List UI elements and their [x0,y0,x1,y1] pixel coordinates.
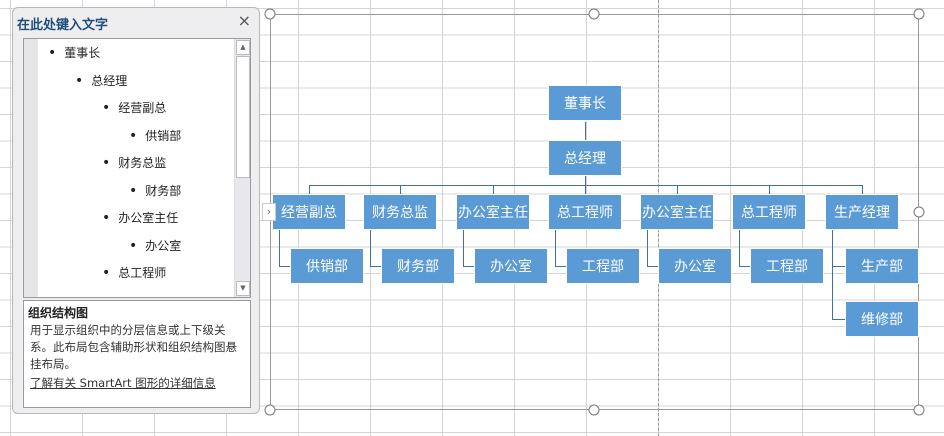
layout-description-text: 用于显示组织中的分层信息或上下级关系。此布局包含辅助形状和组织结构图悬挂布局。 [30,323,237,371]
org-box-manager[interactable]: 总工程师 [732,194,806,230]
org-box-manager[interactable]: 财务总监 [363,194,437,230]
connector-line [463,230,464,266]
resize-handle[interactable] [913,404,925,416]
org-box-department[interactable]: 工程部 [566,248,640,284]
connector-line [647,266,658,267]
connector-line [585,185,586,194]
resize-handle[interactable] [913,8,925,20]
scroll-down-icon[interactable]: ▼ [236,281,250,296]
resize-handle[interactable] [264,8,276,20]
text-pane: 在此处键入文字 × 董事长总经理经营副总供销部财务总监财务部办公室主任办公室总工… [12,7,260,414]
connector-line [400,185,401,194]
resize-handle[interactable] [588,8,600,20]
org-box-department[interactable]: 工程部 [750,248,824,284]
text-pane-item[interactable]: 董事长 [48,44,100,61]
scrollbar[interactable]: ▲ ▼ [234,39,250,297]
connector-line [370,266,381,267]
connector-line [769,185,770,194]
resize-handle[interactable] [264,404,276,416]
text-pane-item[interactable]: 总经理 [75,72,127,89]
org-box-department[interactable]: 财务部 [381,248,455,284]
org-box-manager[interactable]: 办公室主任 [456,194,530,230]
scroll-up-icon[interactable]: ▲ [236,40,250,55]
text-pane-item[interactable]: 办公室主任 [102,209,178,226]
org-box-department[interactable]: 供销部 [290,248,364,284]
connector-line [647,230,648,266]
scroll-thumb[interactable] [236,56,250,178]
resize-handle[interactable] [588,404,600,416]
connector-line [370,230,371,266]
org-box-manager[interactable]: 总工程师 [548,194,622,230]
org-box-general-manager[interactable]: 总经理 [548,140,622,176]
connector-line [309,185,310,194]
gutter [24,39,38,297]
connector-line [555,230,556,266]
org-box-department[interactable]: 办公室 [474,248,548,284]
connector-line [279,230,280,266]
connector-line [279,266,290,267]
connector-line [585,176,586,185]
text-pane-title: 在此处键入文字 [17,18,109,33]
connector-line [493,185,494,194]
resize-handle[interactable] [913,206,925,218]
org-box-manager[interactable]: 办公室主任 [640,194,714,230]
text-pane-item[interactable]: 财务总监 [102,154,166,171]
text-pane-item[interactable]: 办公室 [129,237,181,254]
connector-line [832,319,845,320]
connector-line [862,185,863,194]
org-box-department[interactable]: 办公室 [658,248,732,284]
org-box-chairman[interactable]: 董事长 [548,85,622,121]
close-icon[interactable]: × [237,11,251,30]
text-pane-item[interactable]: 财务部 [129,182,181,199]
learn-more-link[interactable]: 了解有关 SmartArt 图形的详细信息 [30,376,216,390]
connector-line [832,230,833,319]
connector-line [585,122,586,140]
connector-line [555,266,566,267]
text-pane-item[interactable]: 供销部 [129,127,181,144]
org-box-department[interactable]: 维修部 [845,301,919,337]
text-pane-item[interactable]: 经营副总 [102,99,166,116]
org-box-manager[interactable]: 经营副总 [272,194,346,230]
connector-line [739,230,740,266]
org-box-department[interactable]: 生产部 [845,248,919,284]
layout-name: 组织结构图 [28,306,89,320]
text-pane-item[interactable]: 总工程师 [102,264,166,281]
layout-description: 组织结构图 用于显示组织中的分层信息或上下级关系。此布局包含辅助形状和组织结构图… [23,300,251,408]
connector-line [463,266,474,267]
expand-text-pane-button[interactable]: › [262,203,276,221]
connector-line [832,266,845,267]
connector-line [739,266,750,267]
connector-line [677,185,678,194]
org-box-manager[interactable]: 生产经理 [825,194,899,230]
